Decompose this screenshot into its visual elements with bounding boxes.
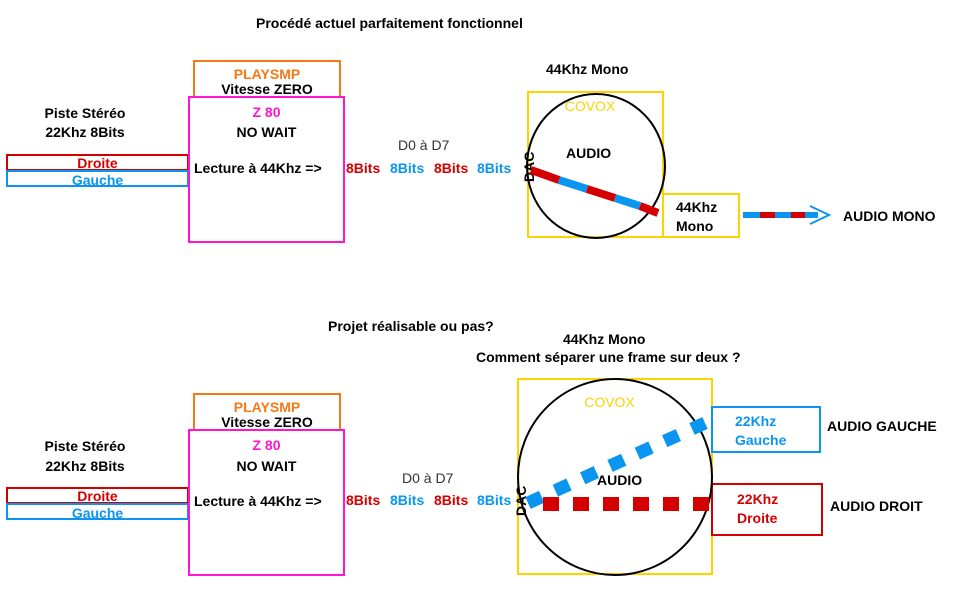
left-channel-dashed-line [525,417,708,509]
channel-left-label: Gauche [71,505,124,521]
speaker-circle [526,93,666,239]
playsmp-title: PLAYSMP [233,66,301,82]
playsmp-subtitle: Vitesse ZERO [221,81,313,97]
signal-segment-right [529,166,561,184]
mono-output-line1: 44Khz [676,199,718,215]
z80-read-label: Lecture à 44Khz => [194,160,322,176]
arrow-head-icon [809,205,832,225]
channel-right-label: Droite [77,155,118,171]
bottom-heading-1: 44Khz Mono [563,331,646,347]
channel-left-label: Gauche [71,172,124,188]
covox-label: COVOX [584,394,635,410]
signal-segment-left [613,194,642,210]
z80-read-label: Lecture à 44Khz => [194,493,322,509]
signal-segment-right [638,202,660,217]
bits-2: 8Bits [390,160,425,176]
z80-title: Z 80 [252,104,281,120]
channel-right-label: Droite [77,488,118,504]
left-output-line2: Gauche [735,432,787,448]
bits-2: 8Bits [390,492,425,508]
right-output-line1: 22Khz [737,491,779,507]
z80-mode: NO WAIT [236,458,297,474]
playsmp-subtitle: Vitesse ZERO [221,414,313,430]
left-output-line1: 22Khz [735,413,777,429]
bottom-question: Projet réalisable ou pas? [328,318,494,334]
bottom-heading-2: Comment séparer une frame sur deux ? [476,349,741,365]
left-output-box: 22Khz Gauche [711,406,821,453]
mono-output-arrow [743,205,832,225]
z80-title: Z 80 [252,437,281,453]
track-label-line1: Piste Stéréo [44,438,126,454]
bits-3: 8Bits [434,160,469,176]
bus-label: D0 à D7 [398,137,450,153]
right-output-line2: Droite [737,510,778,526]
audio-mono-label: AUDIO MONO [843,208,936,224]
playsmp-title: PLAYSMP [233,399,301,415]
z80-box: Z 80 NO WAIT Lecture à 44Khz => [188,96,345,243]
track-label-line2: 22Khz 8Bits [45,124,125,140]
top-title: Procédé actuel parfaitement fonctionnel [256,15,523,31]
mono-output-box: 44Khz Mono [662,193,740,238]
mixed-signal-line [529,166,660,217]
mono-output-line2: Mono [676,218,714,234]
covox-heading: 44Khz Mono [546,61,629,77]
audio-label: AUDIO [566,145,612,161]
covox-label: COVOX [564,98,616,114]
track-label-line2: 22Khz 8Bits [45,458,125,474]
signal-segment-left [557,176,589,193]
z80-box: Z 80 NO WAIT Lecture à 44Khz => [188,429,345,576]
bits-4: 8Bits [477,160,512,176]
audio-gauche-label: AUDIO GAUCHE [827,418,937,434]
right-output-box: 22Khz Droite [711,483,823,536]
speaker-circle [517,378,713,576]
bits-1: 8Bits [346,492,381,508]
signal-segment-right [585,185,617,202]
bus-label: D0 à D7 [402,470,454,486]
bits-4: 8Bits [477,492,512,508]
audio-droit-label: AUDIO DROIT [830,498,923,514]
bits-1: 8Bits [346,160,381,176]
audio-label: AUDIO [597,472,643,488]
track-label-line1: Piste Stéréo [44,105,126,121]
z80-mode: NO WAIT [236,124,297,140]
bits-3: 8Bits [434,492,469,508]
